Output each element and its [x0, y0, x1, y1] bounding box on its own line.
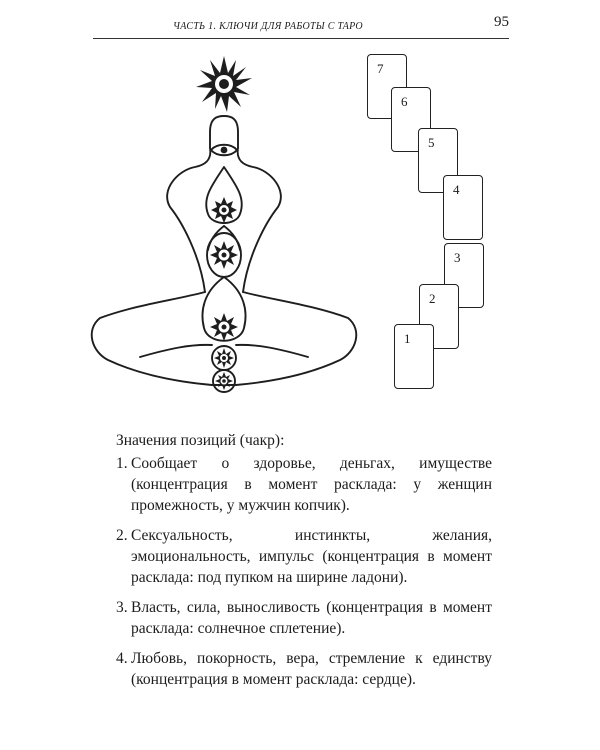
position-item-4: 4. Любовь, покорность, вера, стремление …	[116, 648, 492, 690]
meditation-figure-illustration	[90, 56, 358, 393]
tarot-card-4: 4	[443, 175, 483, 240]
solar-plexus-chakra-sun-icon	[210, 313, 238, 341]
root-chakra-sun-icon	[215, 372, 233, 390]
position-item-1: 1. Сообщает о здоровье, деньгах, имущест…	[116, 453, 492, 516]
crown-chakra-star-icon	[196, 56, 252, 112]
position-text: Сексуальность, инстинкты, желания, эмоци…	[131, 527, 492, 586]
position-text: Власть, сила, выносливость (концентрация…	[131, 599, 492, 637]
running-title: ЧАСТЬ 1. КЛЮЧИ ДЛЯ РАБОТЫ С ТАРО	[173, 21, 363, 32]
position-number: 3.	[116, 599, 128, 616]
heart-chakra-sun-icon	[210, 241, 238, 269]
card-number: 7	[377, 61, 384, 76]
positions-caption: Значения позиций (чакр):	[116, 432, 285, 449]
tarot-card-7: 7	[367, 54, 407, 119]
position-number: 4.	[116, 650, 128, 667]
positions-list: 1. Сообщает о здоровье, деньгах, имущест…	[116, 453, 492, 690]
page-number: 95	[494, 14, 509, 30]
position-number: 1.	[116, 455, 128, 472]
page-header: ЧАСТЬ 1. КЛЮЧИ ДЛЯ РАБОТЫ С ТАРО 95	[93, 12, 509, 39]
card-number: 4	[453, 182, 460, 197]
figure-silhouette-upper	[166, 115, 282, 293]
card-number: 2	[429, 291, 436, 306]
tarot-spread: 7 6 5 4 3 2 1	[367, 54, 484, 389]
card-number: 3	[454, 250, 461, 265]
card-number: 1	[404, 331, 411, 346]
position-number: 2.	[116, 527, 128, 544]
figure-leg-fold	[139, 343, 213, 358]
throat-chakra-sun-icon	[211, 197, 237, 223]
position-text: Сообщает о здоровье, деньгах, имуществе …	[131, 455, 492, 514]
card-number: 6	[401, 94, 408, 109]
figure-leg-fold-right	[235, 343, 309, 358]
sacral-chakra-sun-icon	[214, 348, 234, 368]
tarot-card-6: 6	[391, 87, 431, 152]
tarot-card-1: 1	[394, 324, 434, 389]
position-item-2: 2. Сексуальность, инстинкты, желания, эм…	[116, 525, 492, 588]
third-eye-icon	[210, 143, 238, 157]
root-circle	[212, 369, 236, 393]
card-number: 5	[428, 135, 435, 150]
position-text: Любовь, покорность, вера, стремление к е…	[131, 650, 492, 688]
positions-section: Значения позиций (чакр): 1. Сообщает о з…	[116, 430, 492, 699]
position-item-3: 3. Власть, сила, выносливость (концентра…	[116, 597, 492, 639]
